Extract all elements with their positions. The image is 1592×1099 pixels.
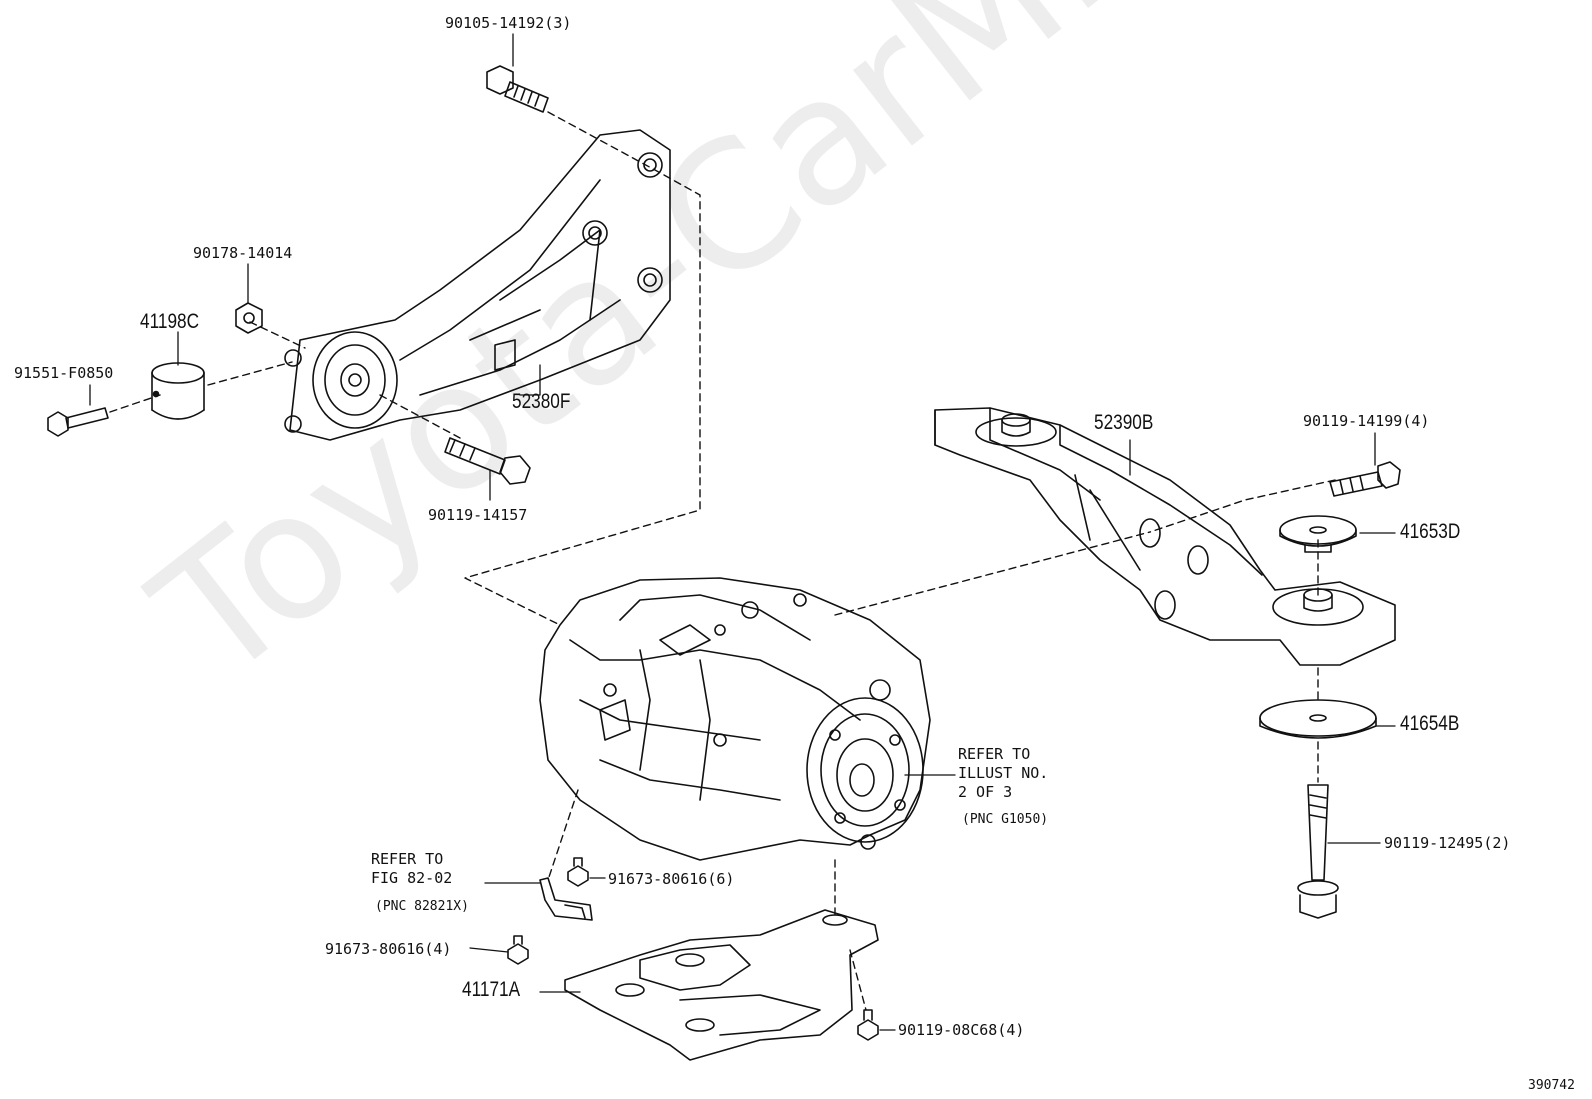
transaxle-assembly-icon xyxy=(539,577,931,861)
sensor-bracket-icon xyxy=(539,877,593,921)
label-stopper-lower: 41654B xyxy=(1400,712,1460,735)
label-refer-illust: REFER TO ILLUST NO. 2 OF 3 xyxy=(958,745,1049,801)
bracket-52380f-icon xyxy=(284,129,671,441)
label-bracket: 52380F xyxy=(512,390,571,413)
bolt-vertical-icon xyxy=(1297,784,1339,919)
bushing-41198c-icon xyxy=(151,362,205,420)
label-screw-6: 91673-80616(6) xyxy=(608,870,735,888)
leader-lines xyxy=(89,33,1396,1031)
label-refer-illust-pnc: (PNC G1050) xyxy=(962,812,1049,827)
bolt-lower-icon xyxy=(444,437,531,485)
label-cover: 41171A xyxy=(462,978,521,1001)
nut-icon xyxy=(235,302,263,334)
stopper-lower-icon xyxy=(1259,699,1377,739)
under-cover-41171a-icon xyxy=(564,909,879,1061)
label-bolt-vertical: 90119-12495(2) xyxy=(1384,834,1511,852)
label-refer-fig-pnc: (PNC 82821X) xyxy=(375,899,469,914)
label-refer-fig: REFER TO FIG 82-02 xyxy=(371,850,453,887)
screw-icons xyxy=(507,857,879,1041)
label-bolt-cover: 90119-08C68(4) xyxy=(898,1021,1025,1039)
label-stopper-upper: 41653D xyxy=(1400,520,1461,543)
dashed-leaders xyxy=(109,111,1336,1011)
label-member: 52390B xyxy=(1094,411,1154,434)
label-bolt-left: 91551-F0850 xyxy=(14,364,114,382)
label-screw-4: 91673-80616(4) xyxy=(325,940,452,958)
label-nut: 90178-14014 xyxy=(193,244,293,262)
illustration-id: 390742 xyxy=(1528,1078,1575,1093)
label-bolt-lower: 90119-14157 xyxy=(428,506,528,524)
bolt-left-icon xyxy=(47,407,109,437)
bolt-right-icon xyxy=(1329,461,1401,497)
label-bolt-right: 90119-14199(4) xyxy=(1303,412,1430,430)
stopper-upper-icon xyxy=(1279,515,1357,553)
label-bolt-top: 90105-14192(3) xyxy=(445,14,572,32)
label-mount-part: 41198C xyxy=(140,310,200,333)
bolt-top-icon xyxy=(486,65,549,113)
member-52390b-icon xyxy=(934,407,1396,666)
